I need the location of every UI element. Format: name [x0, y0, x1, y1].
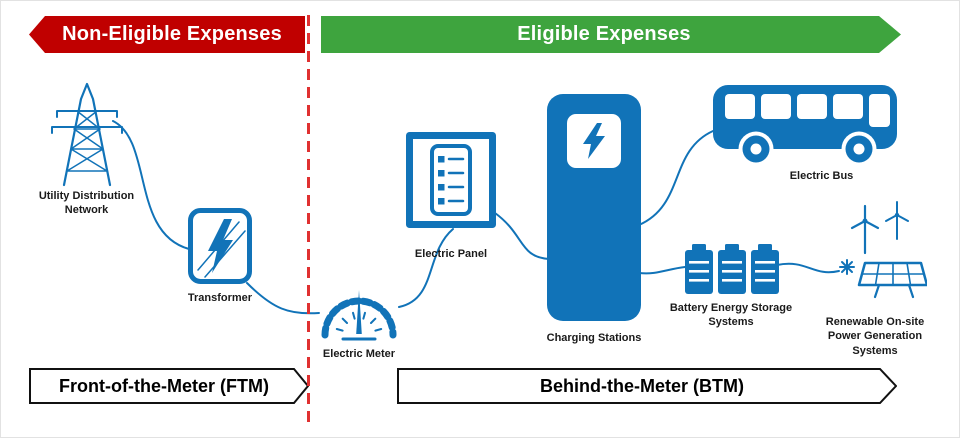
transmission-tower-icon [51, 82, 123, 187]
ftm-banner-outline [29, 368, 309, 404]
transformer-icon [188, 208, 252, 284]
wind-and-solar-icon [839, 201, 927, 299]
electric-meter-label: Electric Meter [322, 348, 396, 360]
non-eligible-expenses-banner: Non-Eligible Expenses [29, 16, 305, 53]
meter-divider-dashed-line [307, 15, 310, 427]
electric-bus-icon [713, 85, 897, 167]
utility-distribution-network-label: Utility Distribution Network [38, 190, 135, 217]
battery-storage-label: Battery Energy Storage Systems [669, 302, 793, 329]
electric-bus-label: Electric Bus [789, 170, 854, 182]
electric-panel-label: Electric Panel [414, 248, 488, 260]
eligible-expenses-label: Eligible Expenses [517, 23, 691, 45]
ftm-banner-label: Front-of-the-Meter (FTM) [59, 375, 269, 396]
charging-stations-label: Charging Stations [546, 332, 642, 344]
charging-station-screen [567, 114, 621, 168]
front-of-the-meter-banner: Front-of-the-Meter (FTM) [29, 368, 309, 404]
electric-panel-icon [406, 132, 496, 228]
non-eligible-expenses-label: Non-Eligible Expenses [62, 23, 282, 45]
btm-banner-label: Behind-the-Meter (BTM) [540, 375, 744, 396]
eligible-expenses-banner: Eligible Expenses [321, 16, 901, 53]
lightning-bolt-icon [583, 123, 605, 159]
ev-charging-station-icon [547, 94, 641, 321]
btm-banner-outline [397, 368, 897, 404]
renewable-generation-label: Renewable On-site Power Generation Syste… [825, 316, 925, 357]
battery-storage-icon [685, 244, 779, 294]
transformer-label: Transformer [187, 292, 253, 304]
electric-meter-gauge-icon [321, 290, 397, 341]
behind-the-meter-banner: Behind-the-Meter (BTM) [397, 368, 897, 404]
